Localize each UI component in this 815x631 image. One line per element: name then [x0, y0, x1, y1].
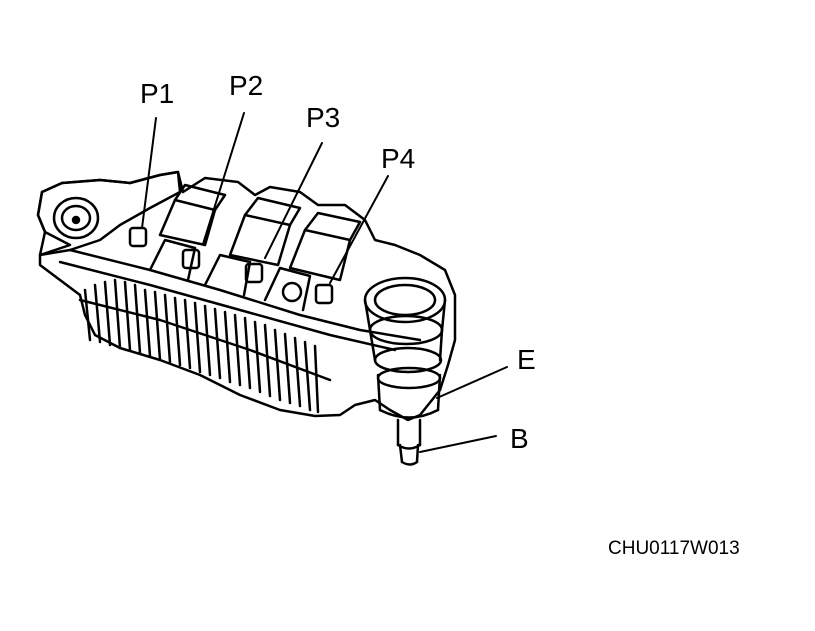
callout-b: B [510, 423, 529, 454]
terminal-blocks [148, 183, 362, 312]
callout-p1: P1 [140, 78, 175, 109]
heat-sink-fins [83, 278, 320, 414]
callout-p4: P4 [381, 143, 416, 174]
left-mounting-hole [52, 196, 100, 240]
left-mounting-ear [36, 170, 182, 257]
terminal-tabs [128, 226, 334, 305]
figure-code: CHU0117W013 [608, 538, 740, 559]
callout-p3: P3 [306, 102, 341, 133]
callout-p2: P2 [229, 70, 264, 101]
leader-lines [141, 112, 508, 453]
right-terminal-boss [363, 276, 447, 466]
regulator-body [36, 170, 457, 422]
callout-e: E [517, 344, 536, 375]
